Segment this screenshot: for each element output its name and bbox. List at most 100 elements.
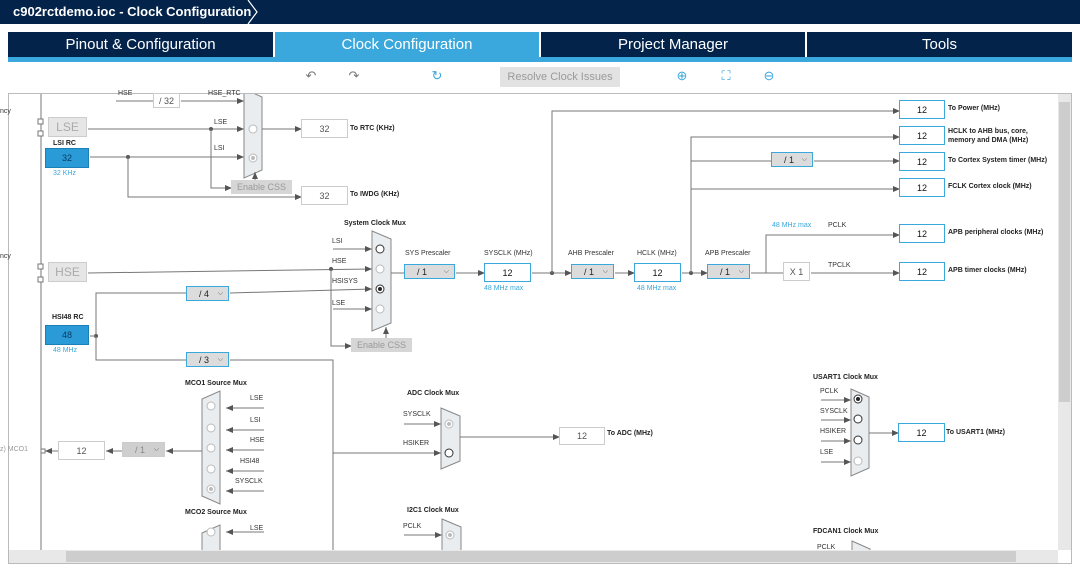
redo-icon[interactable]: ↷ <box>348 68 360 83</box>
output-2-text: 12 <box>916 156 927 167</box>
mco1-divider-select[interactable]: / 1⌵ <box>122 442 165 457</box>
chevron-down-icon: ⌵ <box>602 267 608 275</box>
mco1-divider-select-text: / 1 <box>135 444 146 455</box>
output-1[interactable]: 12 <box>899 126 945 145</box>
rtc-output-label-text: To RTC (KHz) <box>350 125 395 132</box>
adc-input-label: SYSCLK <box>403 411 431 418</box>
mux-radio-dot <box>856 397 860 401</box>
i2c1-input-label: PCLK <box>403 523 421 530</box>
output-5[interactable]: 12 <box>899 262 945 281</box>
rtc-hse-label: HSE <box>118 90 132 97</box>
sysclk-input[interactable]: 12 <box>484 263 531 282</box>
lse-oscillator[interactable]: LSE <box>48 117 87 137</box>
iwdg-output: 32 <box>301 186 348 205</box>
ahb-prescaler-select[interactable]: / 1⌵ <box>571 264 614 279</box>
adc-output-label-text: To ADC (MHz) <box>607 430 653 437</box>
title-bar: c902rctdemo.ioc - Clock Configuration <box>0 0 1080 24</box>
horizontal-scroll-thumb[interactable] <box>66 551 1016 562</box>
arrow-icon <box>553 434 560 440</box>
pin <box>37 276 44 283</box>
vertical-scrollbar[interactable] <box>1058 94 1071 550</box>
horizontal-scrollbar[interactable] <box>9 550 1058 563</box>
arrow-icon <box>435 532 442 538</box>
sysmux-input-label: HSE <box>332 258 346 265</box>
fdcan1-mux-title-text: FDCAN1 Clock Mux <box>813 528 879 535</box>
zoom-in-icon[interactable]: ⊕ <box>676 68 688 83</box>
vertical-scroll-thumb[interactable] <box>1059 102 1070 402</box>
output-3[interactable]: 12 <box>899 178 945 197</box>
hsi48-rc-value[interactable]: 48 <box>45 325 89 345</box>
lsi-rc-label: LSI RC <box>53 140 76 147</box>
tpclk-label-text: TPCLK <box>828 262 851 269</box>
rtc-hse-label-text: HSE <box>118 90 133 97</box>
undo-icon[interactable]: ↶ <box>305 68 317 83</box>
timer-multiplier-text: X 1 <box>789 266 804 277</box>
mco1-pin-label: z) MCO1 <box>0 446 28 453</box>
usart1-clock-mux <box>850 388 870 477</box>
timer-multiplier: X 1 <box>783 262 810 281</box>
hclk-max: 48 MHz max <box>637 285 676 292</box>
mco1-input-label: SYSCLK <box>235 478 263 485</box>
arrow-icon <box>893 158 900 164</box>
mux-radio <box>375 304 385 314</box>
output-label-2: To Cortex System timer (MHz) <box>948 157 1047 164</box>
output-2[interactable]: 12 <box>899 152 945 171</box>
arrow-icon <box>701 270 708 276</box>
apb-prescaler-label-text: APB Prescaler <box>705 250 751 257</box>
zoom-out-icon[interactable]: ⊖ <box>763 68 775 83</box>
cortex-timer-divider-select[interactable]: / 1⌵ <box>771 152 813 167</box>
lsi-rc-label-text: LSI RC <box>53 140 76 147</box>
hclk-input[interactable]: 12 <box>634 263 681 282</box>
output-label-2-text: To Cortex System timer (MHz) <box>948 157 1048 164</box>
enable-css-sys-button[interactable]: Enable CSS <box>351 338 412 352</box>
usart1-output[interactable]: 12 <box>898 423 945 442</box>
output-4[interactable]: 12 <box>899 224 945 243</box>
hsisys-divider-select[interactable]: / 4⌵ <box>186 286 229 301</box>
output-label-5-text: APB timer clocks (MHz) <box>948 267 1027 274</box>
arrow-icon <box>365 286 372 292</box>
arrow-icon <box>844 459 851 465</box>
output-0[interactable]: 12 <box>899 100 945 119</box>
mco2-mux-title: MCO2 Source Mux <box>185 509 247 516</box>
arrow-icon <box>345 343 352 349</box>
pclk-label: PCLK <box>828 222 846 229</box>
iwdg-output-label-text: To IWDG (KHz) <box>350 191 400 198</box>
apb-prescaler-select[interactable]: / 1⌵ <box>707 264 750 279</box>
resolve-clock-issues-button[interactable]: Resolve Clock Issues <box>500 67 620 87</box>
fdcan1-mux-title: FDCAN1 Clock Mux <box>813 528 878 535</box>
arrow-icon <box>226 405 233 411</box>
wire <box>95 292 187 336</box>
mux-radio <box>206 401 216 411</box>
lsi-rc-value[interactable]: 32 <box>45 148 89 168</box>
output-label-0-text: To Power (MHz) <box>948 105 1000 112</box>
output-1-text: 12 <box>916 130 927 141</box>
mco1-output: 12 <box>58 441 105 460</box>
mux-radio <box>853 414 863 424</box>
fdcan1-input-label-text: PCLK <box>817 544 836 551</box>
fit-icon[interactable]: ⛶ <box>721 68 731 83</box>
hse-oscillator[interactable]: HSE <box>48 262 87 282</box>
mco2-input-label-text: LSE <box>250 525 264 532</box>
usart1-output-label-text: To USART1 (MHz) <box>946 429 1005 436</box>
rtc-output: 32 <box>301 119 348 138</box>
tab-pinout[interactable]: Pinout & Configuration <box>8 32 273 57</box>
mco1-output-text: 12 <box>76 445 87 456</box>
arrow-icon <box>844 417 851 423</box>
mco1-input-label: HSI48 <box>240 458 259 465</box>
tab-project-manager[interactable]: Project Manager <box>541 32 805 57</box>
mux-radio-dot <box>447 422 451 426</box>
clock-diagram-canvas[interactable] <box>8 93 1072 564</box>
system-clock-mux-title-text: System Clock Mux <box>344 220 406 227</box>
tab-clock-configuration[interactable]: Clock Configuration <box>275 32 539 57</box>
ahb-prescaler-label-text: AHB Prescaler <box>568 250 614 257</box>
arrow-icon <box>365 266 372 272</box>
hsiker-divider-select[interactable]: / 3⌵ <box>186 352 229 367</box>
arrow-icon <box>893 108 900 114</box>
tab-tools[interactable]: Tools <box>807 32 1072 57</box>
enable-css-rtc-button[interactable]: Enable CSS <box>231 180 292 194</box>
sys-prescaler-select[interactable]: / 1⌵ <box>404 264 455 279</box>
mux-radio <box>853 435 863 445</box>
refresh-icon[interactable]: ↻ <box>431 68 443 83</box>
hsi48-rc-label: HSI48 RC <box>52 314 84 321</box>
chevron-down-icon: ⌵ <box>738 267 744 275</box>
